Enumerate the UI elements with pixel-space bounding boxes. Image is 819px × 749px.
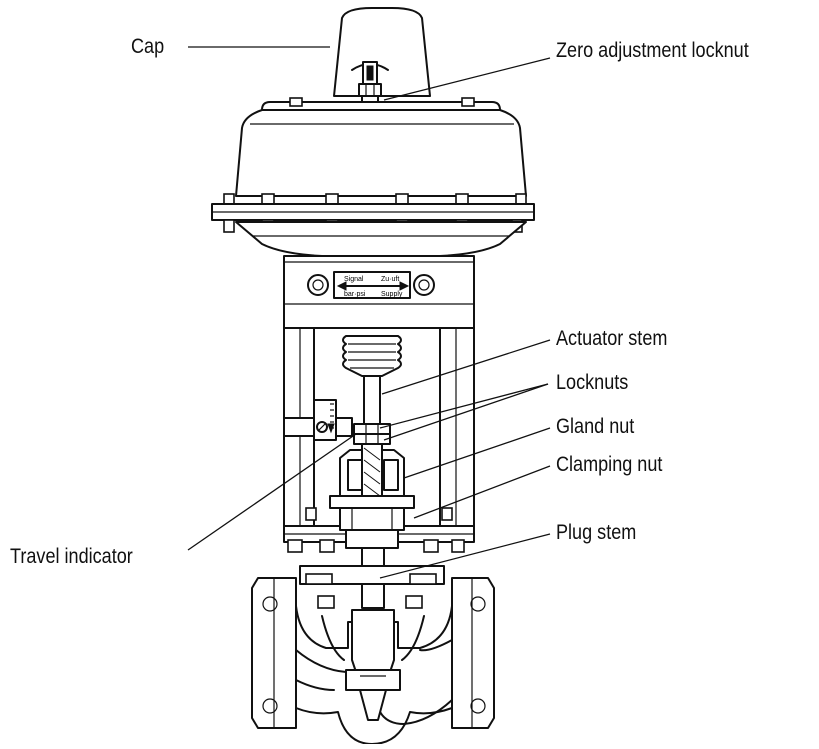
locknuts-leader-1 [379,383,549,429]
cap-label: Cap [131,35,165,58]
clamping-nut-leader [413,465,551,519]
locknuts-label: Locknuts [556,371,629,394]
yoke: Signal Zu·uft bar·psi Supply [283,255,475,553]
actuator-stem-drawing [363,375,381,429]
actuator-stem-label: Actuator stem [556,327,668,350]
zero-adjustment-locknut-leader [383,57,551,101]
actuator-housing [211,97,535,257]
travel-indicator-leader [187,433,357,551]
cap-drawing [333,7,431,97]
bellows [342,335,402,377]
clamping-nut-drawing [329,495,415,549]
travel-indicator-drawing [283,399,353,441]
clamping-nut-label: Clamping nut [556,453,663,476]
leader-lines [187,46,551,579]
plate-bottom-right: Supply [381,291,403,298]
gland-nut-drawing [339,443,405,507]
gland-nut-leader [403,427,551,479]
plate-bottom-left: bar·psi [344,291,366,298]
locknuts-leader-2 [383,383,549,441]
gland-nut-label: Gland nut [556,415,635,438]
plate-top-right: Zu·uft [381,276,399,283]
zero-adjustment-locknut-label: Zero adjustment locknut [556,39,749,62]
plug-stem-leader [379,533,551,579]
travel-indicator-label: Travel indicator [10,545,133,568]
plug-stem-label: Plug stem [556,521,637,544]
plate-top-left: Signal [344,276,364,283]
actuator-stem-leader [381,339,551,395]
